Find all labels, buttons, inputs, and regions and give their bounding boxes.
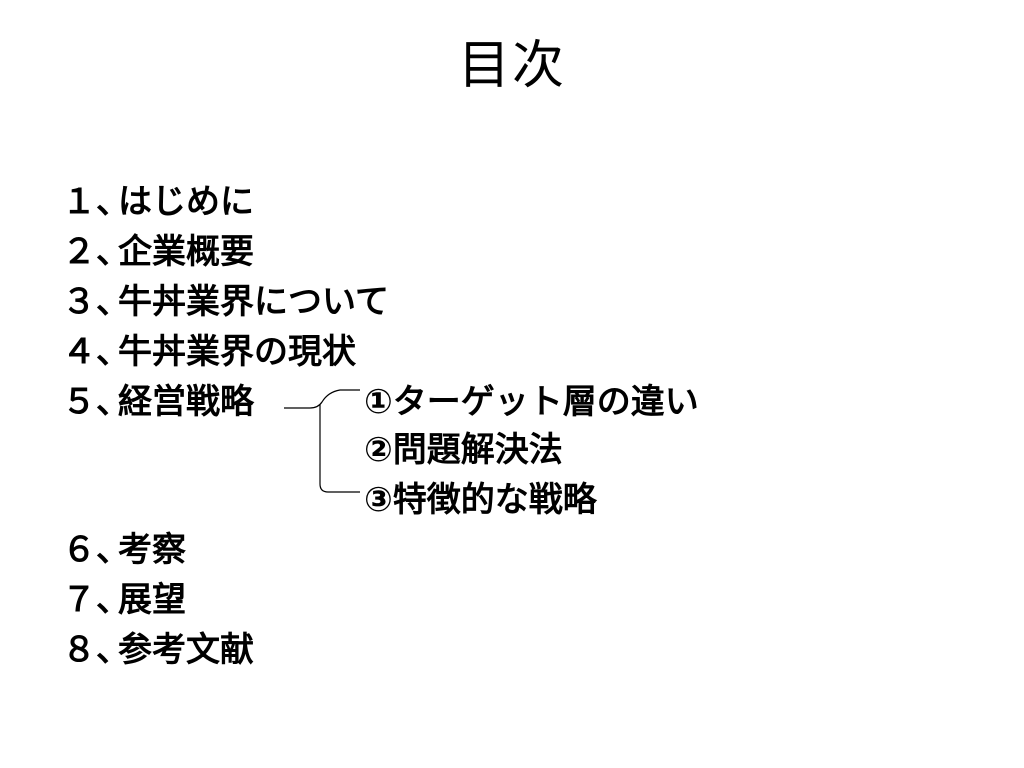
toc-item-number: ３、 — [62, 282, 130, 322]
toc-item-number: ６、 — [62, 530, 130, 570]
toc-item-label: 企業概要 — [118, 232, 254, 272]
toc-item-number: ５、 — [62, 382, 130, 422]
toc-item-8: ８、参考文献 — [62, 624, 254, 676]
toc-item-number: ７、 — [62, 580, 130, 620]
sublist-item-1: ①ターゲット層の違い — [364, 382, 699, 422]
toc-item-number: ２、 — [62, 232, 130, 272]
toc-item-number: ４、 — [62, 332, 130, 372]
toc-item-5: ５、経営戦略 — [62, 376, 254, 428]
sublist-item-2: ②問題解決法 — [364, 430, 563, 470]
toc-item-number: １、 — [62, 182, 130, 222]
slide-title: 目次 — [457, 36, 566, 96]
brace-connector — [284, 389, 360, 493]
toc-item-7: ７、展望 — [62, 574, 186, 626]
toc-item-3: ３、牛丼業界について — [62, 276, 389, 328]
toc-item-6: ６、考察 — [62, 524, 186, 576]
toc-item-2: ２、企業概要 — [62, 226, 254, 278]
toc-item-label: はじめに — [118, 182, 254, 222]
toc-item-label: 牛丼業界について — [118, 282, 389, 322]
toc-item-label: 経営戦略 — [118, 382, 254, 422]
sublist-item-3: ③特徴的な戦略 — [364, 480, 597, 520]
toc-item-label: 参考文献 — [118, 630, 254, 670]
toc-item-label: 牛丼業界の現状 — [118, 332, 356, 372]
toc-item-1: １、はじめに — [62, 176, 254, 228]
toc-item-label: 考察 — [118, 530, 186, 570]
toc-item-4: ４、牛丼業界の現状 — [62, 326, 356, 378]
toc-item-label: 展望 — [118, 580, 186, 620]
toc-item-number: ８、 — [62, 630, 130, 670]
